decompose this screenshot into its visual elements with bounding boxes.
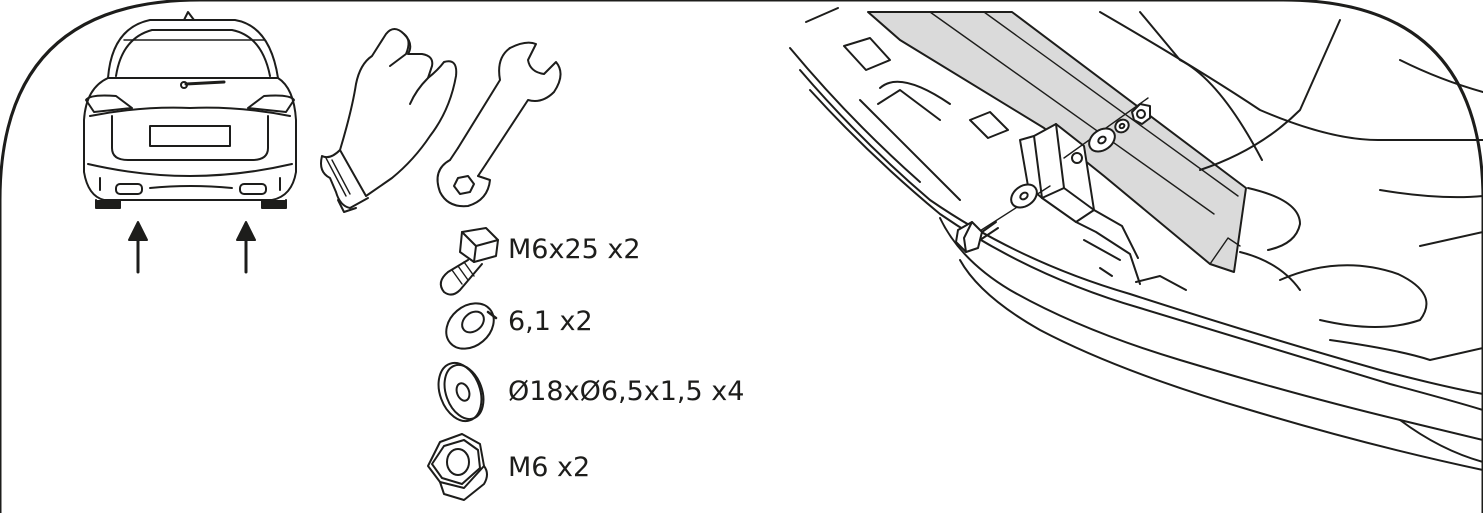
- up-arrow-icon: [236, 221, 256, 274]
- up-arrow-icon: [128, 221, 148, 274]
- spring-washer-label: 6,1 x2: [508, 306, 593, 337]
- flat-washer-label: Ø18xØ6,5x1,5 x4: [508, 376, 745, 407]
- hex-nut-icon: [427, 433, 488, 501]
- spring-washer-icon: [445, 302, 498, 350]
- nut-label: M6 x2: [508, 452, 591, 483]
- wrench-icon: [436, 41, 562, 208]
- installation-detail-illustration: [789, 7, 1483, 471]
- bolt-icon: [439, 227, 499, 296]
- car-rear-view-icon: [83, 11, 297, 209]
- bolt-label: M6x25 x2: [508, 234, 641, 265]
- glove-icon: [320, 28, 458, 213]
- flat-washer-icon: [437, 361, 485, 423]
